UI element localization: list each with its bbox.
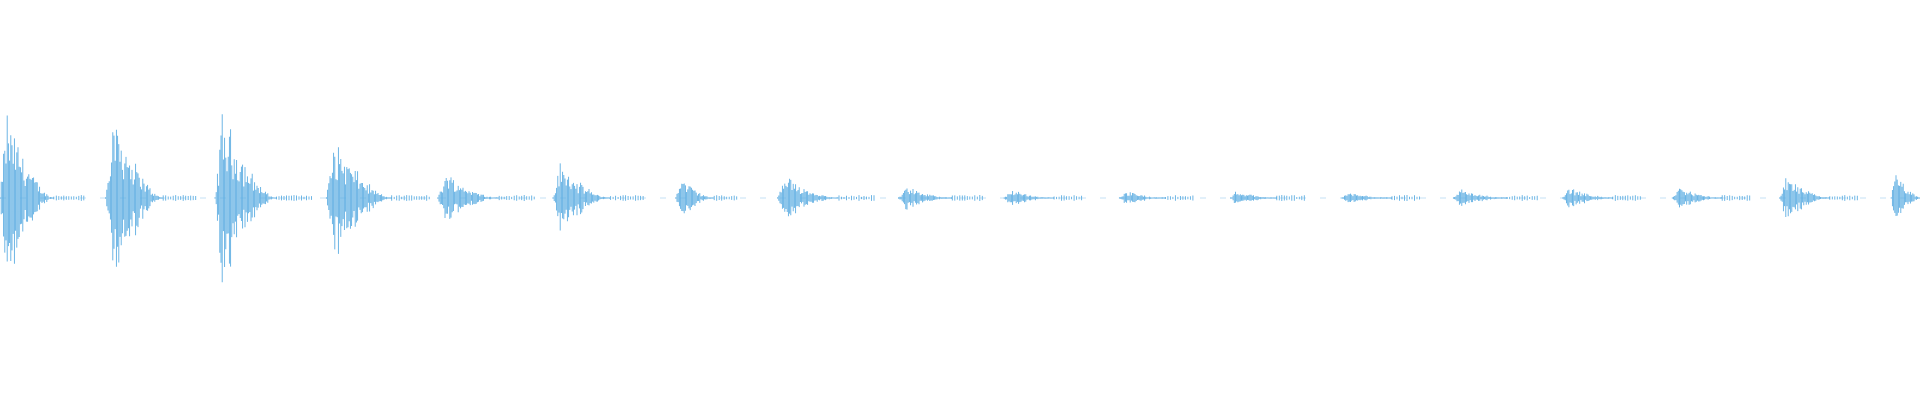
waveform-burst-path bbox=[1890, 175, 1920, 216]
waveform-burst bbox=[437, 177, 535, 219]
waveform-burst-path bbox=[105, 129, 197, 267]
waveform-burst-path bbox=[325, 147, 430, 254]
waveform-burst-path bbox=[1230, 191, 1305, 203]
waveform-burst bbox=[1890, 175, 1920, 216]
waveform-burst bbox=[898, 188, 983, 210]
waveform-burst bbox=[1341, 193, 1420, 203]
waveform-burst-path bbox=[1671, 188, 1751, 208]
waveform-burst-path bbox=[552, 163, 644, 231]
waveform-burst bbox=[1230, 191, 1305, 203]
waveform-burst bbox=[552, 163, 644, 231]
waveform-burst bbox=[214, 114, 312, 283]
waveform-burst bbox=[1003, 191, 1083, 205]
waveform-burst-path bbox=[898, 188, 983, 210]
waveform-burst bbox=[1118, 192, 1194, 203]
waveform-burst bbox=[1452, 189, 1538, 206]
waveform-burst-path bbox=[675, 183, 738, 214]
waveform-burst bbox=[325, 147, 430, 254]
waveform-burst-path bbox=[1562, 189, 1641, 208]
waveform-bursts bbox=[0, 114, 1920, 283]
waveform-burst bbox=[105, 129, 197, 267]
waveform-burst bbox=[777, 178, 875, 217]
waveform-burst bbox=[675, 183, 738, 214]
waveform-burst-path bbox=[1779, 178, 1858, 217]
waveform-burst bbox=[1562, 189, 1641, 208]
waveform-burst-path bbox=[1118, 192, 1194, 203]
waveform-burst-path bbox=[1341, 193, 1420, 203]
waveform-burst-path bbox=[0, 115, 85, 264]
waveform-burst-path bbox=[437, 177, 535, 219]
waveform-burst-path bbox=[214, 114, 312, 283]
waveform-burst bbox=[0, 115, 85, 264]
waveform-burst-path bbox=[1452, 189, 1538, 206]
waveform-burst-path bbox=[1003, 191, 1083, 205]
waveform-burst bbox=[1671, 188, 1751, 208]
waveform-burst-path bbox=[777, 178, 875, 217]
waveform-burst bbox=[1779, 178, 1858, 217]
